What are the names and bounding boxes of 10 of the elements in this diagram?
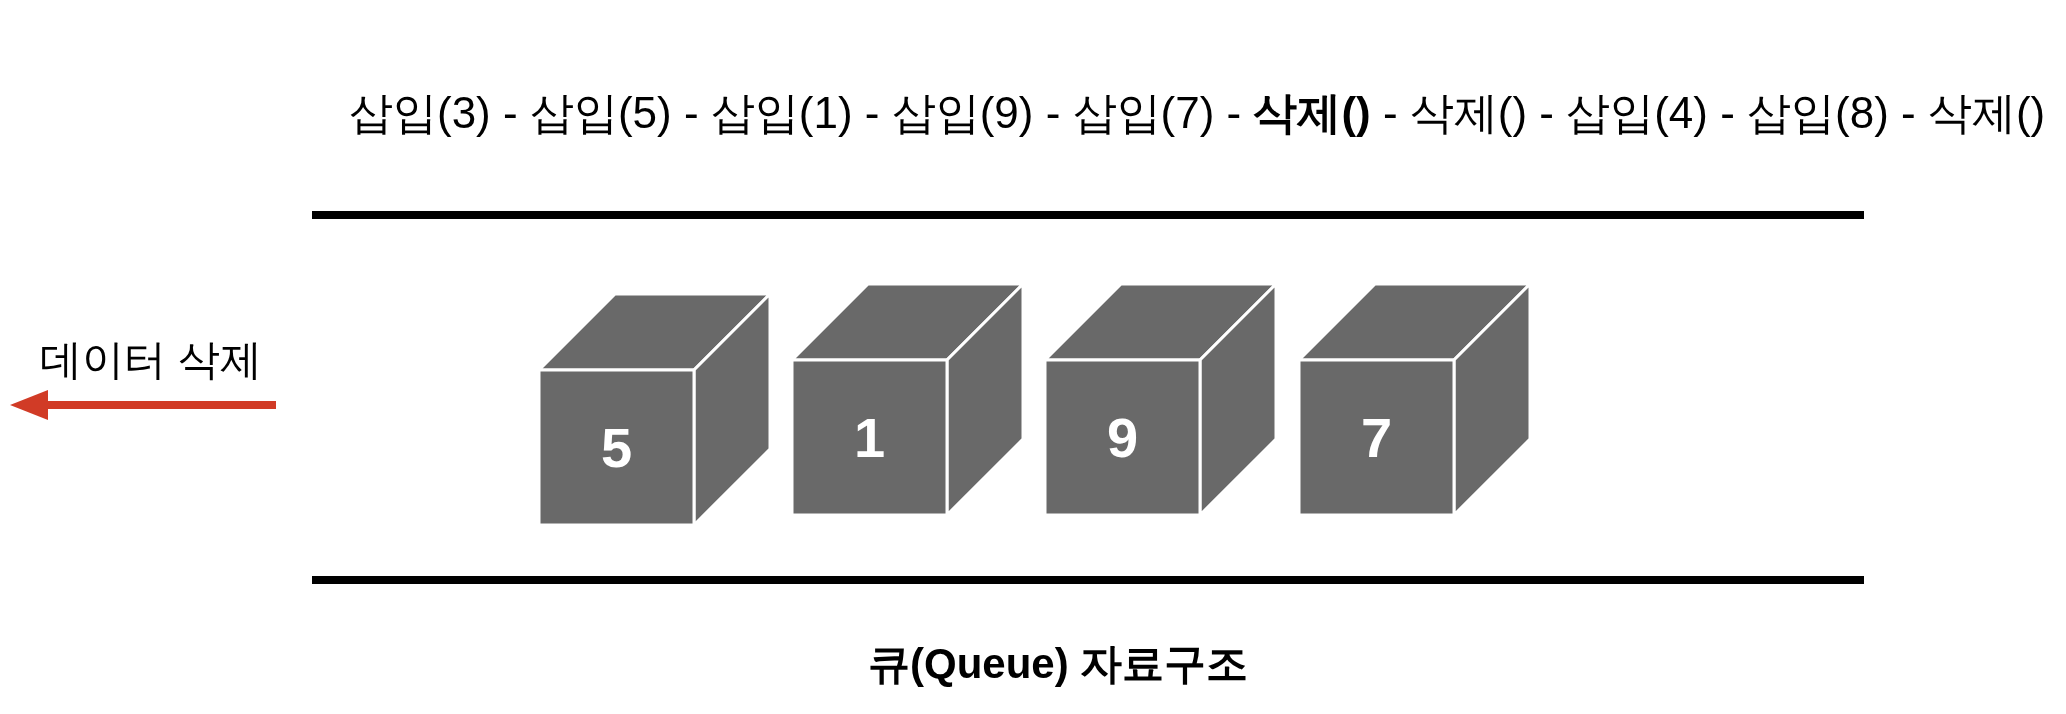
- cube-number: 5: [600, 414, 633, 481]
- queue-cube: [792, 284, 1023, 515]
- queue-cube: [1045, 284, 1276, 515]
- cube-number: 9: [1106, 404, 1139, 471]
- cube-number: 1: [853, 404, 886, 471]
- caption: 큐(Queue) 자료구조: [868, 639, 1249, 689]
- queue-cube: [1299, 284, 1530, 515]
- cube-number: 7: [1360, 404, 1393, 471]
- queue-cube: [539, 294, 770, 525]
- dequeue-label: 데이터 삭제: [40, 335, 262, 385]
